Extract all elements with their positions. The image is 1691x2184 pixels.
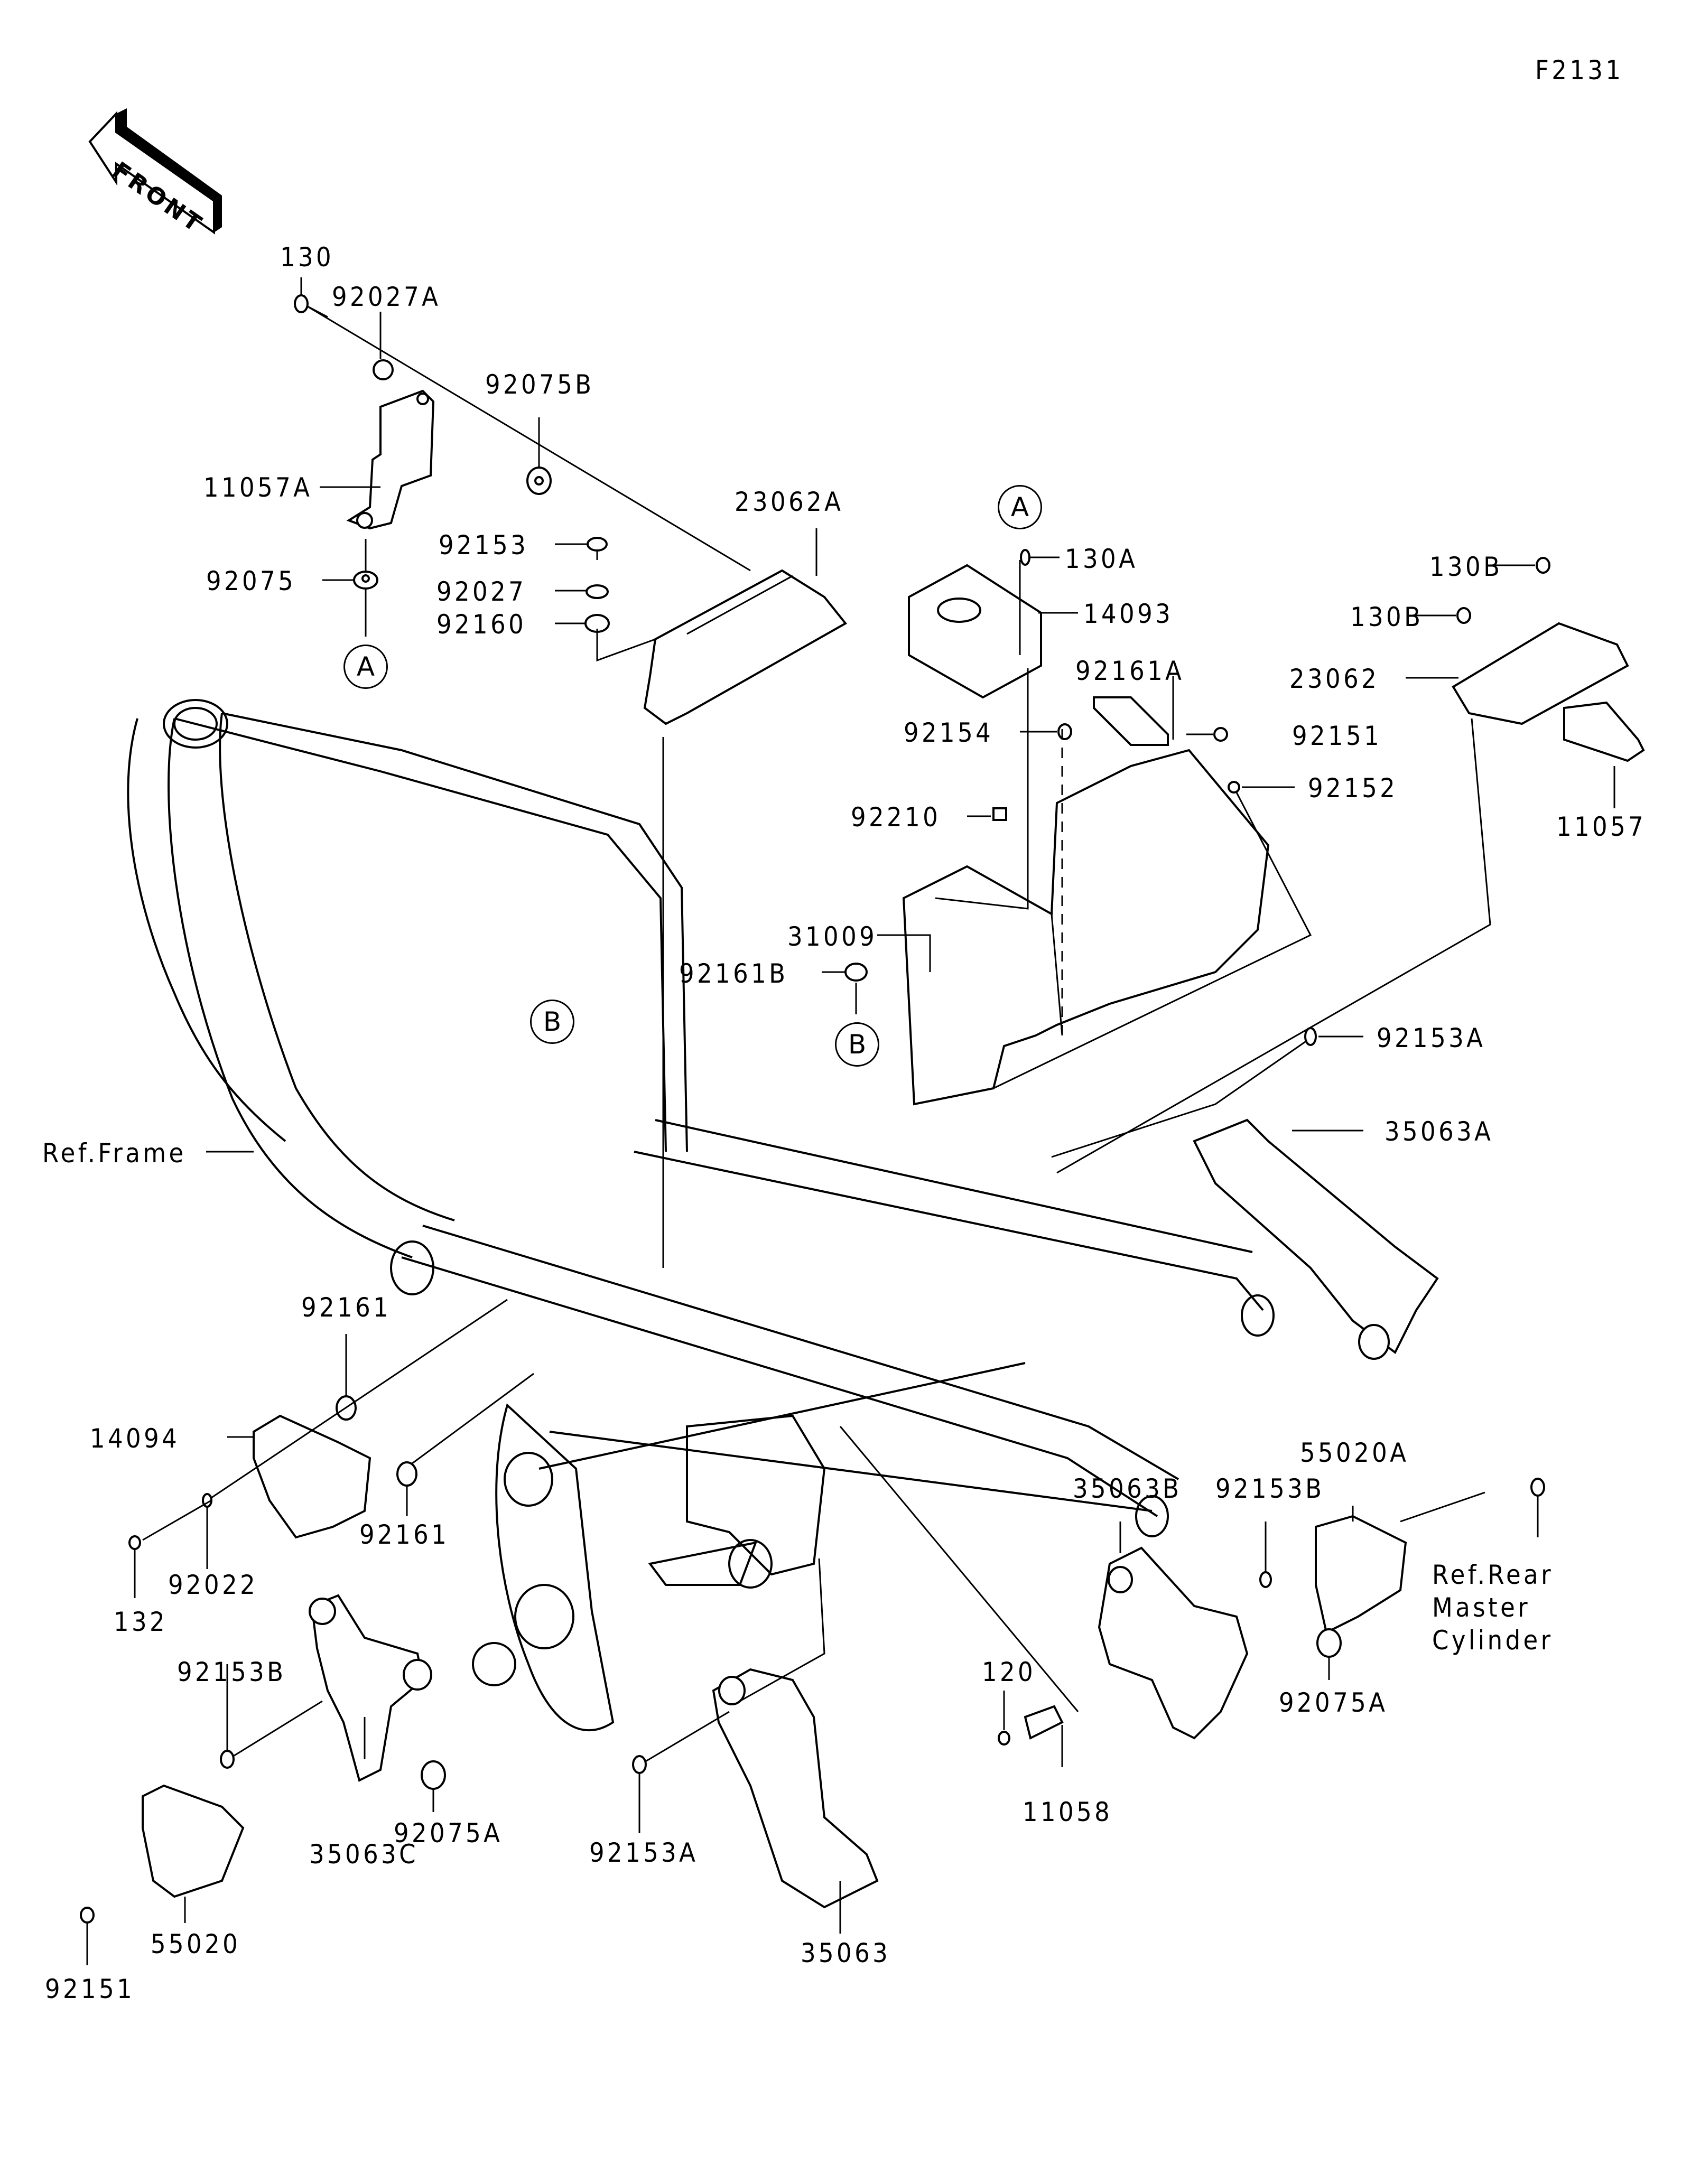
ref-marker-B-frame[interactable]: B [530, 1000, 574, 1044]
callout-92151-bottom[interactable]: 92151 [45, 1974, 135, 2004]
bracket-23062 [1452, 622, 1629, 725]
battery-case-31009 [902, 729, 1270, 1106]
bolt-130B-2 [1456, 607, 1471, 624]
nut-92152 [1228, 781, 1240, 794]
leader-lines [86, 277, 1615, 1965]
callout-11058[interactable]: 11058 [1023, 1797, 1113, 1827]
callout-ref-frame[interactable]: Ref.Frame [42, 1138, 187, 1169]
bolt-92153B-right [1259, 1571, 1272, 1588]
callout-92153[interactable]: 92153 [439, 530, 529, 561]
bolt-92153A-bottom [632, 1755, 647, 1774]
callout-14093[interactable]: 14093 [1083, 599, 1174, 629]
grommet-92075A-left [421, 1760, 446, 1790]
callout-92161-1[interactable]: 92161 [301, 1292, 392, 1323]
callout-92153A-bottom[interactable]: 92153A [589, 1837, 699, 1868]
callout-92154[interactable]: 92154 [904, 717, 994, 748]
screw-92151-top [1213, 727, 1228, 742]
callout-92210[interactable]: 92210 [851, 802, 941, 833]
footpeg-bracket-35063 [712, 1668, 879, 1909]
callout-23062A[interactable]: 23062A [735, 487, 844, 517]
callout-35063A[interactable]: 35063A [1385, 1116, 1494, 1147]
callout-35063C[interactable]: 35063C [309, 1839, 419, 1870]
bolt-130 [294, 294, 328, 318]
bracket-11057 [1563, 701, 1645, 762]
callout-14094[interactable]: 14094 [90, 1423, 180, 1454]
callout-92161B[interactable]: 92161B [679, 958, 788, 989]
callout-35063[interactable]: 35063 [801, 1938, 891, 1968]
bolt-132 [128, 1535, 141, 1550]
cover-14094 [253, 1414, 371, 1539]
footpeg-bracket-35063B [1098, 1546, 1249, 1740]
bolt-ref-rear-master [1530, 1478, 1545, 1497]
battery-cover-14093 [908, 564, 1042, 699]
heel-guard-55020A [1315, 1515, 1407, 1634]
bolt-130B-1 [1536, 557, 1550, 574]
callout-92075B[interactable]: 92075B [485, 369, 594, 400]
grommet-92075A-right [1316, 1628, 1342, 1658]
grommet-92075B [526, 466, 552, 495]
pad-92161A [1093, 696, 1169, 746]
ref-marker-B-case[interactable]: B [835, 1022, 879, 1067]
callout-11057[interactable]: 11057 [1556, 811, 1647, 842]
heel-guard-55020 [142, 1784, 245, 1898]
screw-92151-bottom [80, 1907, 95, 1924]
callout-92152[interactable]: 92152 [1308, 773, 1398, 804]
ref-marker-A-top[interactable]: A [998, 485, 1042, 529]
callout-92153B-right[interactable]: 92153B [1215, 1473, 1325, 1504]
washer-92027 [586, 584, 609, 599]
footpeg-bracket-35063A [1193, 1118, 1439, 1360]
callout-35063B[interactable]: 35063B [1073, 1473, 1182, 1504]
frame-outline [127, 699, 1275, 1732]
callout-ref-rear-master-cylinder[interactable]: Ref.Rear Master Cylinder [1432, 1560, 1554, 1656]
callout-92151-top[interactable]: 92151 [1292, 721, 1382, 751]
bolt-92153A-top [1304, 1027, 1317, 1046]
callout-92153A-top[interactable]: 92153A [1377, 1023, 1486, 1053]
callout-55020A[interactable]: 55020A [1300, 1438, 1409, 1468]
callout-92161A[interactable]: 92161A [1075, 656, 1185, 686]
grommet-92161B [844, 963, 868, 982]
callout-92027[interactable]: 92027 [436, 576, 527, 607]
callout-11057A[interactable]: 11057A [203, 472, 313, 503]
callout-92160[interactable]: 92160 [436, 609, 527, 640]
callout-92075[interactable]: 92075 [206, 566, 296, 596]
callout-55020[interactable]: 55020 [151, 1929, 241, 1959]
ref-marker-A-left[interactable]: A [343, 645, 388, 689]
grommet-92161-2 [396, 1461, 417, 1487]
footpeg-bracket-35063C [309, 1594, 432, 1782]
bracket-23062A [643, 569, 848, 725]
callout-130B-2[interactable]: 130B [1350, 602, 1424, 632]
callout-130[interactable]: 130 [280, 242, 335, 273]
bolt-92153B-left [220, 1750, 235, 1769]
collar-92027A [373, 359, 394, 380]
callout-92161-2[interactable]: 92161 [359, 1519, 450, 1550]
callout-132[interactable]: 132 [114, 1607, 168, 1637]
bracket-11058 [1024, 1705, 1064, 1740]
callout-92075A-right[interactable]: 92075A [1279, 1687, 1388, 1718]
diagram-code: F2131 [1535, 55, 1624, 86]
grommet-92075 [353, 571, 378, 590]
callout-92075A-left[interactable]: 92075A [394, 1818, 503, 1849]
bolt-130A [1020, 549, 1030, 566]
callout-31009[interactable]: 31009 [787, 921, 878, 952]
callout-130B-1[interactable]: 130B [1429, 552, 1503, 582]
callout-92022[interactable]: 92022 [168, 1570, 258, 1600]
bolt-92153 [587, 537, 608, 560]
callout-130A[interactable]: 130A [1065, 544, 1138, 574]
callout-120[interactable]: 120 [982, 1657, 1036, 1687]
callout-92027A[interactable]: 92027A [332, 282, 441, 312]
callout-23062[interactable]: 23062 [1289, 664, 1380, 694]
front-arrow-icon [88, 108, 222, 235]
bracket-11057A [346, 389, 435, 530]
bolt-120 [998, 1731, 1010, 1746]
callout-92153B-left[interactable]: 92153B [177, 1657, 286, 1687]
bolt-92154 [1057, 723, 1072, 740]
nut-92210 [992, 807, 1007, 821]
